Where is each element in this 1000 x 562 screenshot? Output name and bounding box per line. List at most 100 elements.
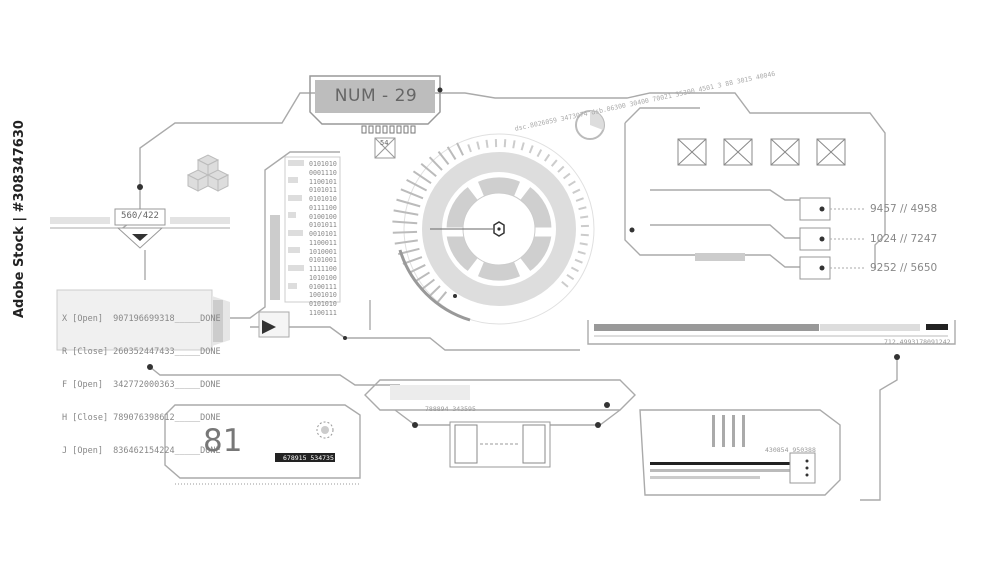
long-bar-frame xyxy=(587,320,956,345)
binary-row: 0101001 xyxy=(309,256,337,265)
bottom-right-number: 430854 950388 xyxy=(765,446,816,454)
readout-value: 1024 // 7247 xyxy=(870,233,938,245)
binary-row: 0001110 xyxy=(309,168,337,177)
radial-tick xyxy=(414,271,430,283)
bottom-left-panel xyxy=(175,421,360,485)
crossed-box-icon xyxy=(677,138,707,166)
title-label: NUM - 29 xyxy=(334,86,418,106)
binary-row: 0101010 xyxy=(309,160,337,168)
radial-tick xyxy=(394,239,418,245)
radial-tick xyxy=(421,278,435,290)
radial-tick xyxy=(574,258,583,264)
radial-tick xyxy=(503,139,507,148)
radial-tick xyxy=(485,139,489,148)
bottom-center-frame xyxy=(364,379,636,411)
circuit-trace-bin xyxy=(230,151,340,319)
radial-tick xyxy=(563,172,571,180)
log-line: X [Open] 907196699318_____DONE xyxy=(62,314,221,324)
radial-tick xyxy=(436,291,448,303)
radial-tick xyxy=(456,142,464,156)
radial-tick xyxy=(578,206,587,211)
radial-tick xyxy=(528,145,534,154)
radial-tick xyxy=(512,140,516,149)
binary-row: 0100111 xyxy=(309,282,337,291)
radial-tick xyxy=(428,156,443,171)
binary-row: 0101011 xyxy=(309,186,337,195)
binary-row: 1111100 xyxy=(309,265,337,273)
document-icon xyxy=(258,311,290,338)
radial-tick xyxy=(580,233,589,237)
radial-tick xyxy=(570,266,579,273)
right-panel-frame xyxy=(624,107,700,256)
radial-gauge xyxy=(392,133,595,325)
radial-tick xyxy=(577,250,586,255)
radial-tick xyxy=(544,153,551,162)
radial-tick xyxy=(572,188,581,194)
long-progress-bar xyxy=(594,324,948,337)
radar-icon xyxy=(575,110,605,140)
binary-row: 0101010 xyxy=(309,195,337,203)
radial-tick xyxy=(392,220,418,225)
radial-tick xyxy=(393,209,419,216)
cubes-icon xyxy=(186,154,230,192)
title-panel xyxy=(309,75,441,134)
radial-tick xyxy=(467,144,472,153)
radial-tick xyxy=(557,165,565,173)
radial-tick xyxy=(400,188,424,200)
counter-badge: 560/422 xyxy=(121,211,159,221)
radial-tick xyxy=(446,146,457,160)
radial-tick xyxy=(536,149,543,158)
radial-tick xyxy=(396,198,421,208)
log-line: H [Close] 789076398612_____DONE xyxy=(62,413,221,423)
radial-tick xyxy=(520,142,525,151)
binary-row: 1100011 xyxy=(309,238,337,247)
circuit-trace-middle xyxy=(250,326,580,351)
radial-tick xyxy=(476,141,481,150)
circuit-trace-top xyxy=(139,92,886,270)
readout-modules xyxy=(695,197,865,280)
bottom-right-panel xyxy=(650,415,816,484)
black-tag: 678915 534735 xyxy=(283,454,334,462)
crossed-box-row xyxy=(677,138,846,166)
readout-value: 9252 // 5650 xyxy=(870,262,938,274)
counter-widget xyxy=(50,208,230,249)
radial-tick xyxy=(412,170,432,184)
binary-row: 1010001 xyxy=(309,247,337,256)
grid-icon xyxy=(374,137,396,159)
stock-label: Adobe Stock | #308347630 xyxy=(12,120,27,318)
log-line: J [Open] 836462154224_____DONE xyxy=(62,446,221,456)
crossed-box-icon xyxy=(816,138,846,166)
binary-row: 1001010 xyxy=(309,291,337,300)
radial-tick xyxy=(580,215,589,219)
radial-tick xyxy=(437,150,450,165)
big-number: 81 xyxy=(203,423,243,459)
binary-panel xyxy=(270,156,341,303)
log-line: F [Open] 342772000363_____DONE xyxy=(62,380,221,390)
radial-tick xyxy=(392,230,418,234)
binary-row: 0111100 xyxy=(309,203,337,212)
binary-row: 1100111 xyxy=(309,308,337,317)
log-line: R [Close] 260352447433_____DONE xyxy=(62,347,221,357)
long-number: 712.4993178091242 xyxy=(884,338,951,346)
binary-row: 1100101 xyxy=(309,177,337,186)
binary-row: 0100100 xyxy=(309,212,337,221)
bottom-left-frame xyxy=(164,404,361,479)
binary-row: 1010100 xyxy=(309,273,337,282)
radial-tick xyxy=(429,285,441,297)
radial-tick xyxy=(550,159,558,167)
circuit-trace-lower-left xyxy=(149,366,400,386)
node-dots xyxy=(137,87,900,408)
radial-tick xyxy=(575,197,584,202)
binary-row: 0101010 xyxy=(309,300,337,308)
radial-tick xyxy=(579,242,588,246)
bottom-right-frame xyxy=(639,409,841,496)
radial-tick xyxy=(406,178,428,192)
right-trace xyxy=(860,355,898,501)
radial-tick xyxy=(566,274,575,281)
small-badge: 54 xyxy=(380,139,389,147)
log-panel-text: X [Open] 907196699318_____DONE R [Close]… xyxy=(62,292,221,468)
binary-row: 0010101 xyxy=(309,230,337,238)
bottom-center-number: 788894 343595 xyxy=(425,405,476,413)
